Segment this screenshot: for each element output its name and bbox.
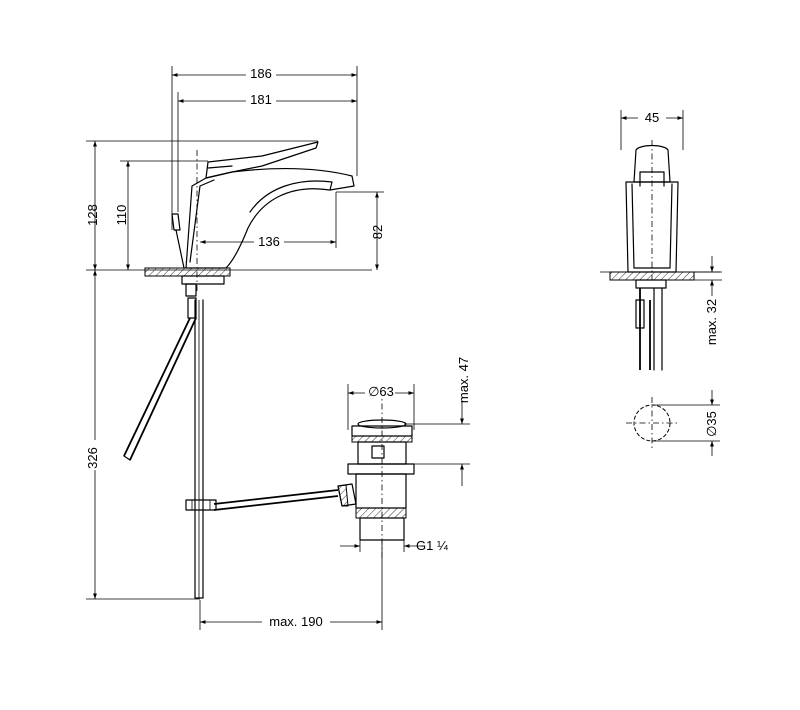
dim-186: 186 xyxy=(171,66,358,230)
dim-136-label: 136 xyxy=(258,234,280,249)
faucet-side-view xyxy=(86,141,372,297)
faucet-front-view: 45 max. 32 xyxy=(600,109,722,371)
dim-181-label: 181 xyxy=(250,92,272,107)
dim-max-47: max. 47 xyxy=(404,357,471,486)
dim-d63: ∅63 xyxy=(347,384,415,430)
dim-110: 110 xyxy=(114,160,208,270)
dim-110-label: 110 xyxy=(114,205,129,226)
dim-d35-label: ∅35 xyxy=(704,411,719,437)
dim-max-190: max. 190 xyxy=(199,540,383,630)
countertop-section xyxy=(144,267,231,277)
dim-136: 136 xyxy=(200,192,337,249)
lever-handle xyxy=(205,141,319,179)
front-lever xyxy=(633,144,671,183)
dim-45-label: 45 xyxy=(645,110,659,125)
dim-181: 181 xyxy=(177,92,357,212)
dim-max-32-label: max. 32 xyxy=(704,299,719,345)
dim-326: 326 xyxy=(85,270,200,600)
dim-82: 82 xyxy=(336,191,385,270)
dim-186-label: 186 xyxy=(250,66,272,81)
dim-max-47-label: max. 47 xyxy=(456,357,471,403)
dim-g1-quarter-label: G1 ¼ xyxy=(416,538,448,553)
faucet-body xyxy=(185,167,355,269)
dim-128: 128 xyxy=(85,140,318,270)
dim-326-label: 326 xyxy=(85,447,100,469)
dim-128-label: 128 xyxy=(85,204,100,226)
dim-82-label: 82 xyxy=(370,225,385,239)
dim-max-190-label: max. 190 xyxy=(269,614,322,629)
dim-g1-quarter: G1 ¼ xyxy=(340,538,448,553)
pull-rod-assembly xyxy=(123,297,339,599)
mounting-hole-detail: ∅35 xyxy=(626,390,720,456)
pop-up-waste xyxy=(337,390,415,560)
dim-d63-label: ∅63 xyxy=(368,384,394,399)
